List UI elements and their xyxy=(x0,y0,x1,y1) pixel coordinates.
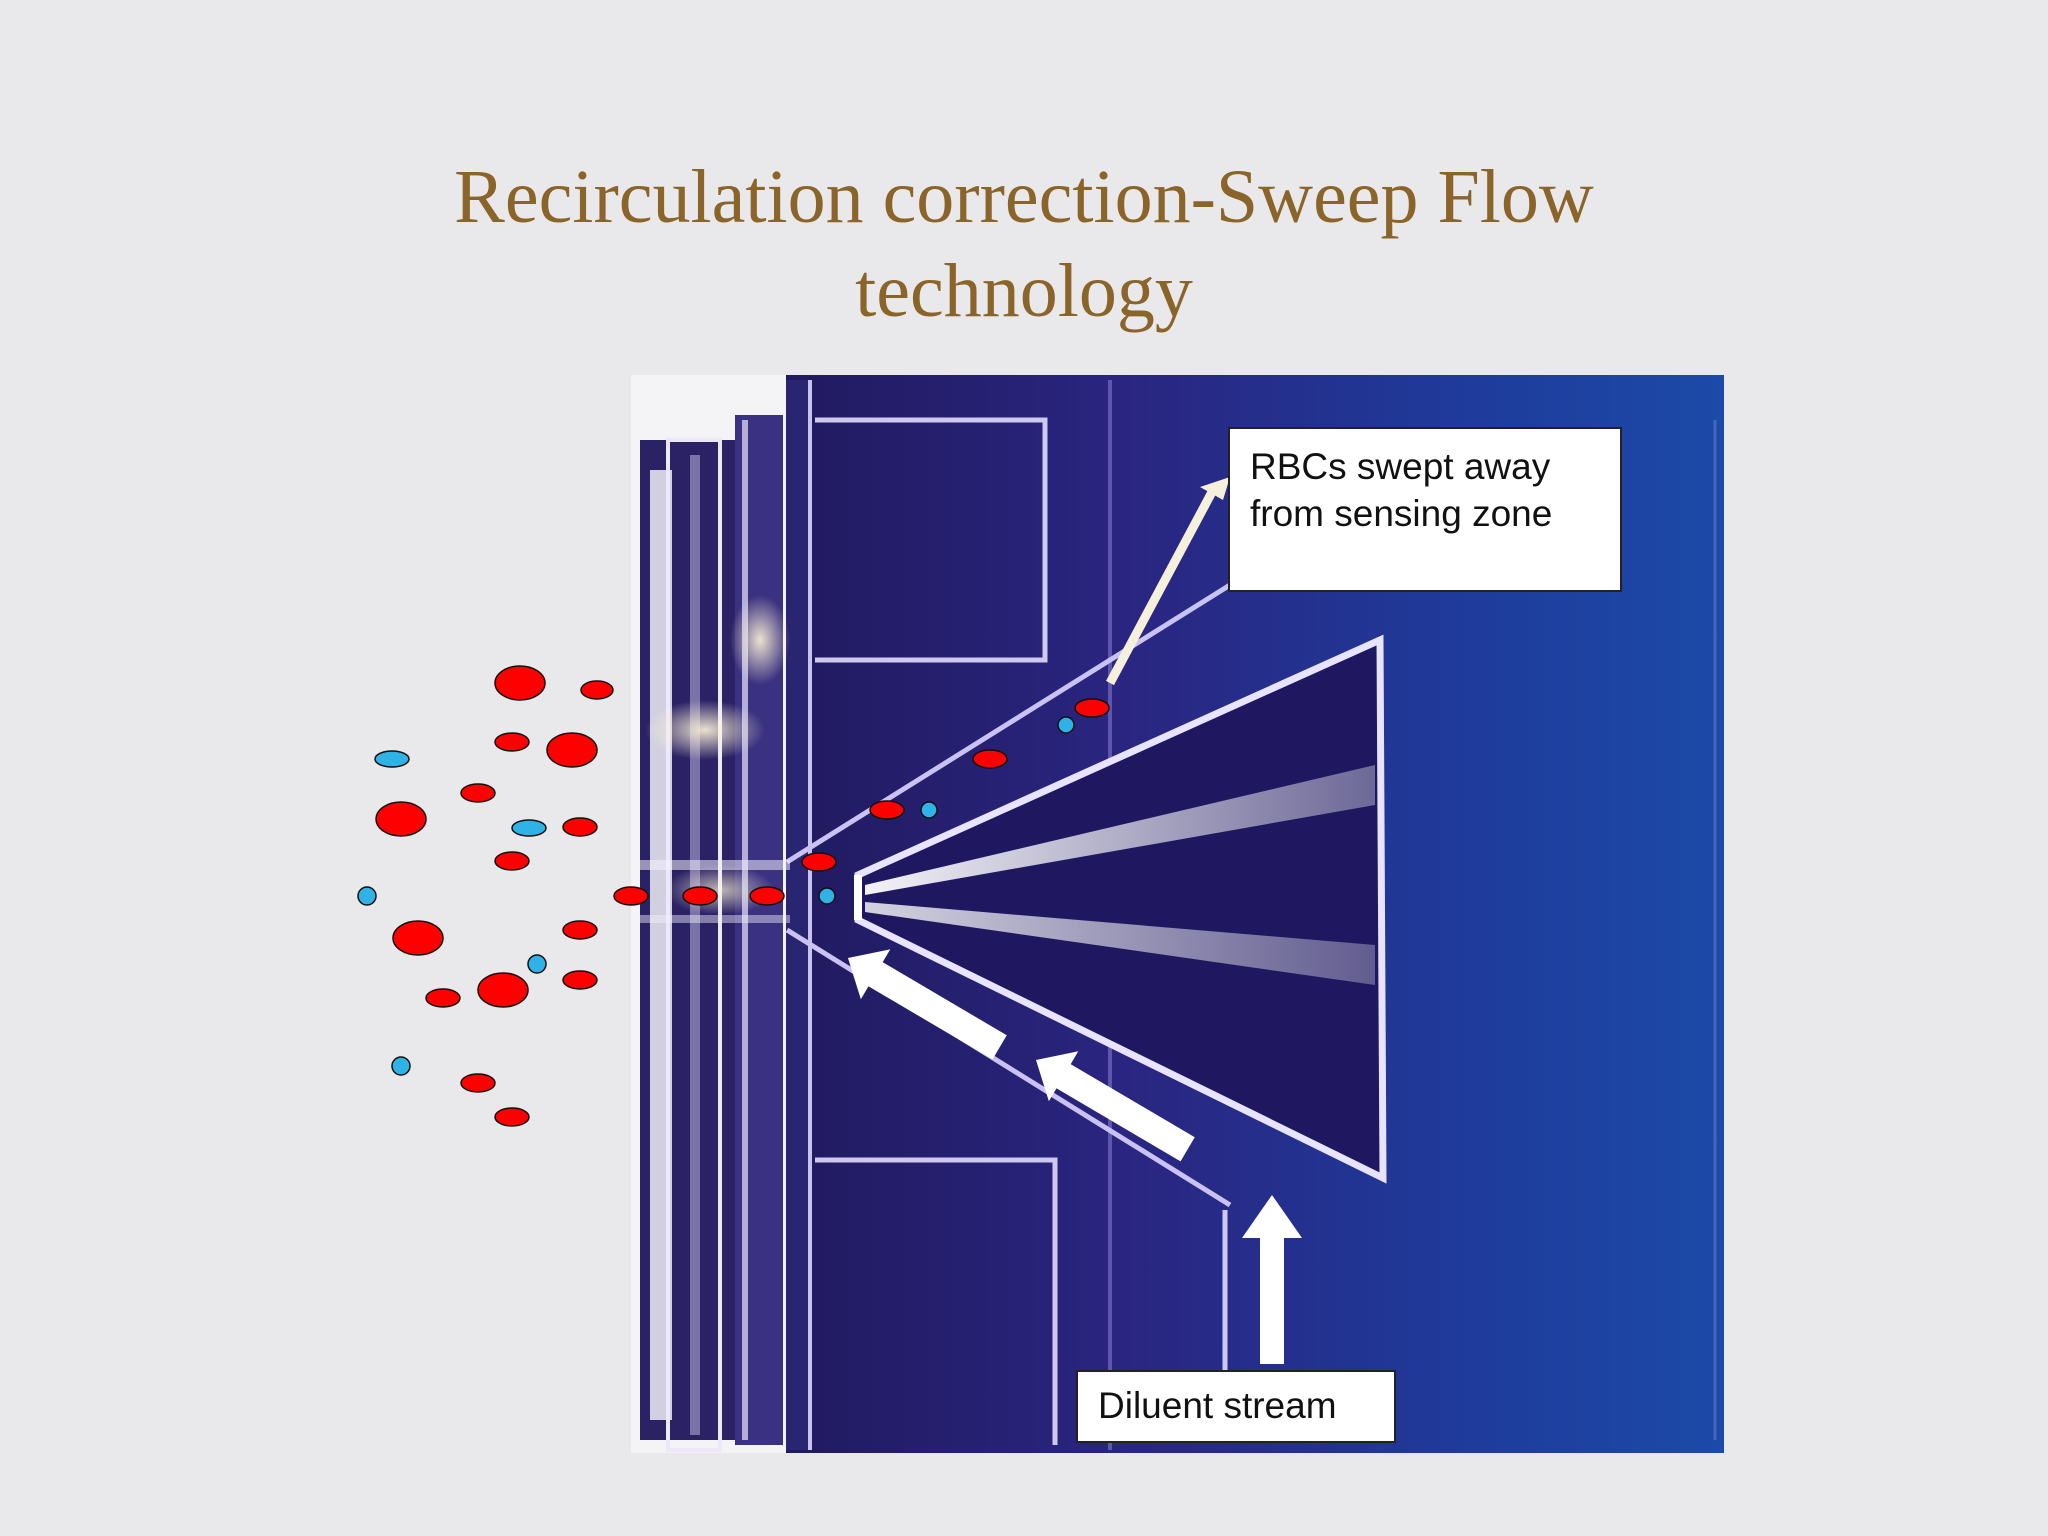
flow-arrow-up xyxy=(1242,1195,1302,1364)
swept-cells xyxy=(801,698,1110,905)
rbc-cell xyxy=(425,988,461,1008)
rbc-cell xyxy=(972,749,1008,769)
platelet-cell xyxy=(818,887,836,905)
platelet-cell xyxy=(527,954,547,974)
rbc-cell xyxy=(392,920,444,956)
rbc-cell xyxy=(801,852,837,872)
rbc-sweep-callout: RBCs swept away from sensing zone xyxy=(1228,427,1622,592)
platelet-cell xyxy=(1057,716,1075,734)
rbc-cell xyxy=(613,886,649,906)
diluent-flow-arrows xyxy=(848,949,1302,1364)
rbc-cell xyxy=(682,886,718,906)
diluent-callout-label: Diluent stream xyxy=(1098,1385,1337,1426)
flow-arrow-1 xyxy=(848,949,1007,1060)
sweep-away-arrow xyxy=(1106,477,1230,686)
rbc-cell xyxy=(460,1073,496,1093)
rbc-callout-line-1: RBCs swept away xyxy=(1250,446,1551,487)
rbc-cell xyxy=(546,732,598,768)
rbc-cell xyxy=(562,970,598,990)
rbc-cell xyxy=(494,665,546,701)
platelet-cell xyxy=(391,1056,411,1076)
rbc-cell xyxy=(375,801,427,837)
cells-cluster xyxy=(357,665,785,1127)
platelet-cell xyxy=(374,750,410,768)
platelet-cell xyxy=(357,886,377,906)
rbc-cell xyxy=(494,851,530,871)
rbc-cell xyxy=(580,680,614,700)
rbc-cell xyxy=(494,1107,530,1127)
rbc-cell xyxy=(460,783,496,803)
flow-arrow-2 xyxy=(1036,1051,1195,1162)
slide-title: Recirculation correction-Sweep Flow tech… xyxy=(274,150,1774,338)
rbc-cell xyxy=(562,817,598,837)
rbc-cell xyxy=(749,886,785,906)
slide-title-line-1: Recirculation correction-Sweep Flow xyxy=(454,155,1594,239)
rbc-callout-line-2: from sensing zone xyxy=(1250,493,1553,534)
platelet-cell xyxy=(920,801,938,819)
chamber-image xyxy=(631,375,1724,1453)
rbc-cell xyxy=(477,972,529,1008)
rbc-cell xyxy=(869,800,905,820)
platelet-cell xyxy=(511,819,547,837)
sweep-flow-cone xyxy=(854,634,1387,1184)
rbc-cell xyxy=(1074,698,1110,718)
rbc-cell xyxy=(562,920,598,940)
diluent-stream-callout: Diluent stream xyxy=(1076,1370,1396,1443)
rbc-cell xyxy=(494,732,530,752)
slide-title-line-2: technology xyxy=(855,249,1193,333)
